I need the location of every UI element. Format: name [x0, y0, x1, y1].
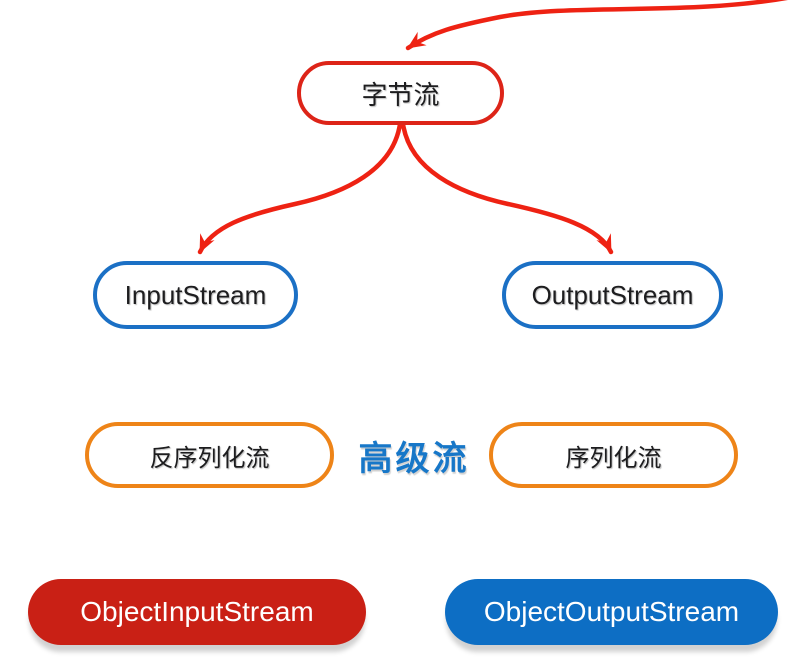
- node-output-stream: OutputStream: [502, 261, 723, 329]
- node-object-output-stream: ObjectOutputStream: [445, 579, 778, 645]
- node-serialization-stream: 序列化流: [489, 422, 738, 488]
- node-serialization-stream-label: 序列化流: [565, 444, 662, 472]
- advanced-stream-annotation: 高级流: [358, 439, 470, 478]
- arrow-byte-stream-to-output-stream: [400, 121, 614, 255]
- arrow-byte-stream-to-input-stream: [197, 121, 403, 255]
- node-input-stream-label: InputStream: [124, 279, 267, 310]
- node-object-input-stream-label: ObjectInputStream: [80, 596, 314, 627]
- node-byte-stream: 字节流: [297, 61, 504, 125]
- arrow-incoming-to-byte-stream: [405, 0, 788, 51]
- node-deserialization-stream-label: 反序列化流: [149, 444, 270, 472]
- node-input-stream: InputStream: [93, 261, 298, 329]
- node-output-stream-label: OutputStream: [531, 279, 694, 310]
- node-deserialization-stream: 反序列化流: [85, 422, 334, 488]
- node-object-input-stream: ObjectInputStream: [28, 579, 366, 645]
- node-byte-stream-label: 字节流: [361, 79, 440, 110]
- node-object-output-stream-label: ObjectOutputStream: [483, 596, 740, 627]
